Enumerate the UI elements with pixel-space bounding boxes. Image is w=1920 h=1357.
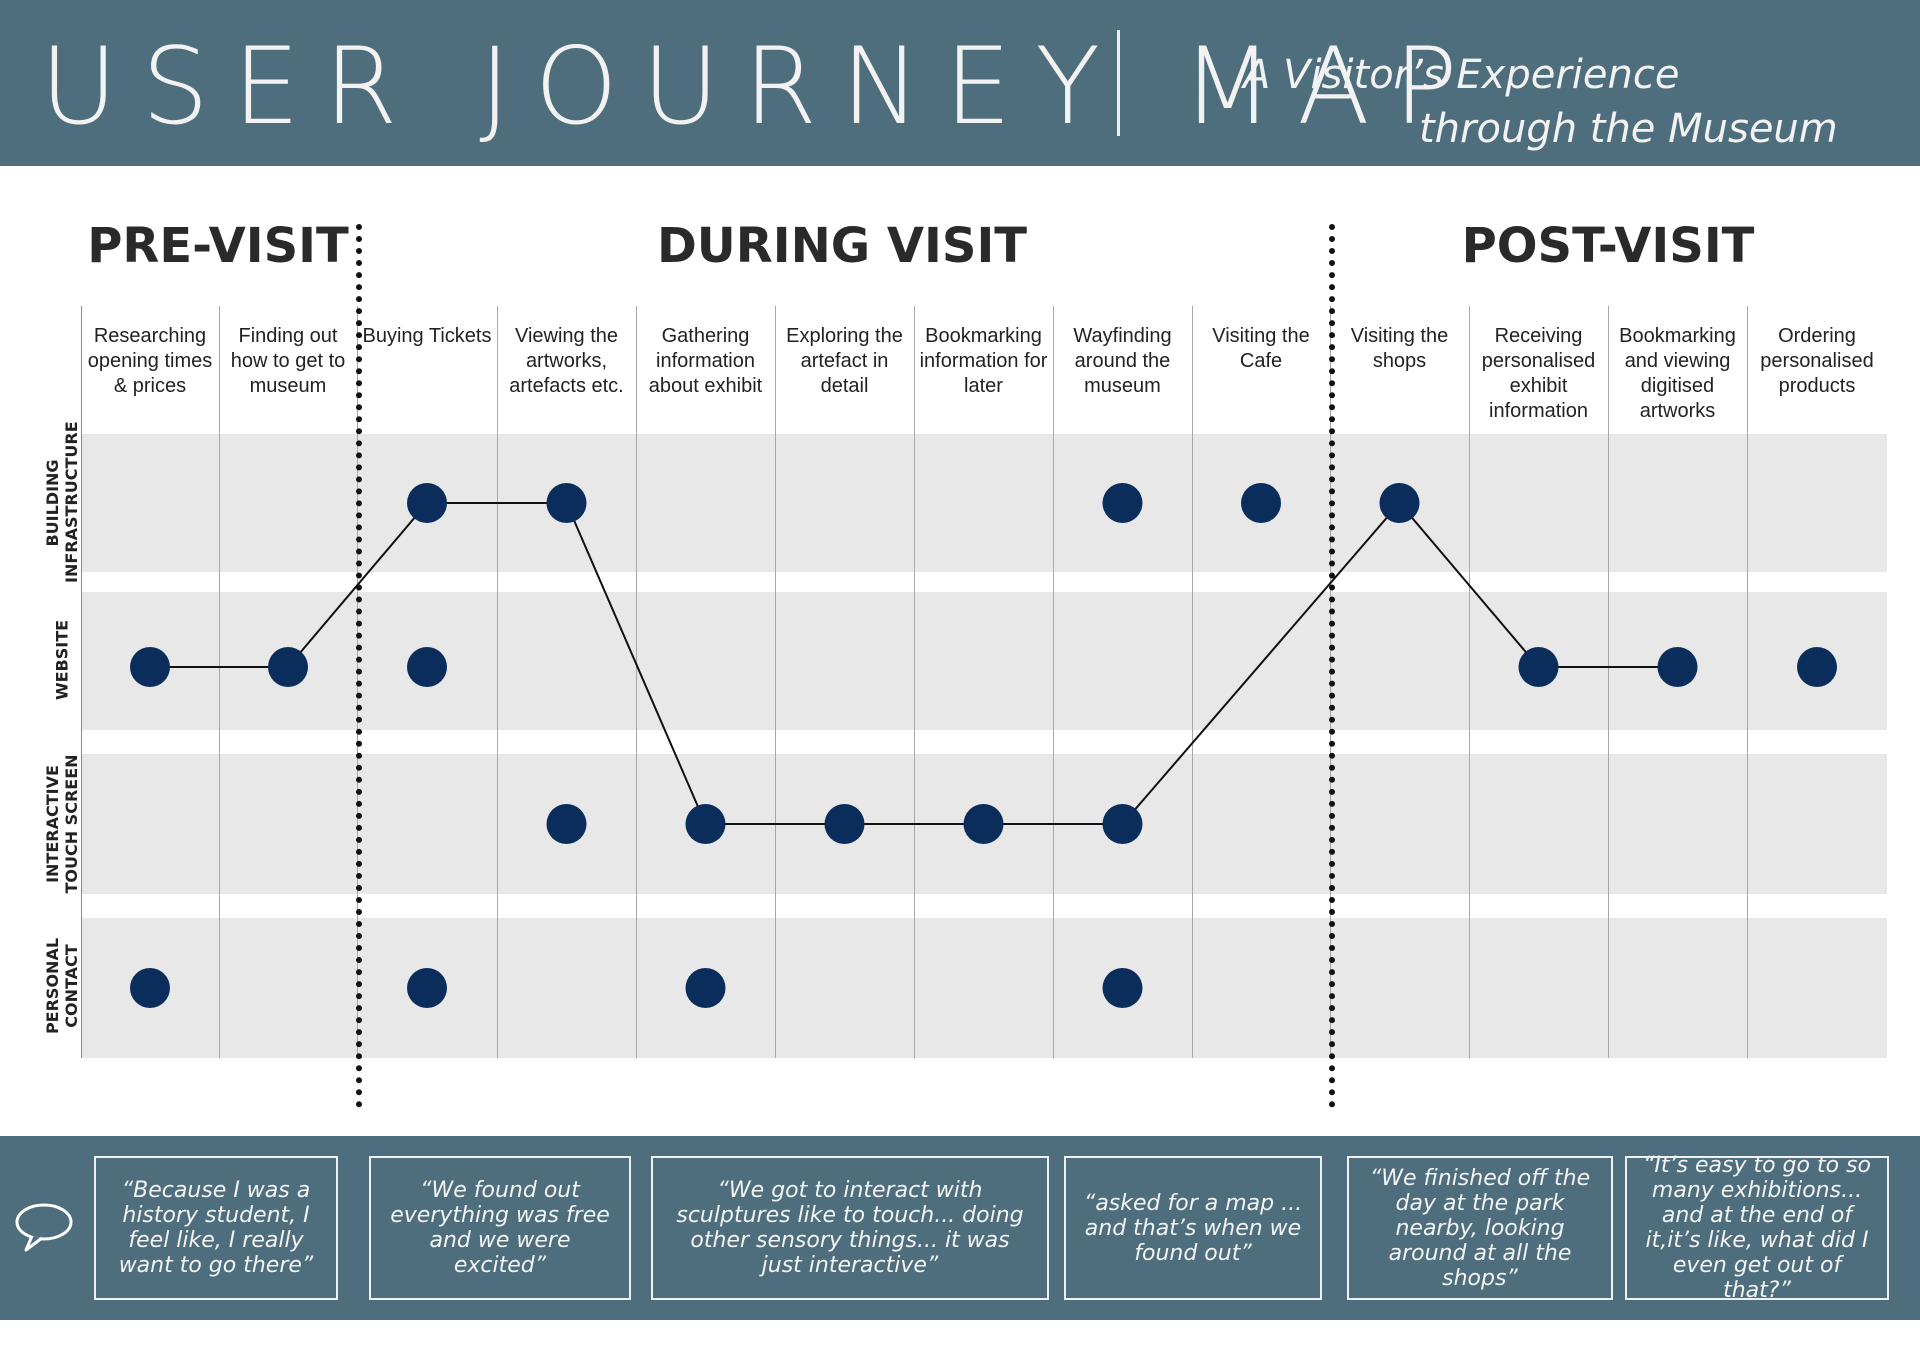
column-divider <box>1192 306 1193 1058</box>
touchpoint-dot <box>1102 483 1143 523</box>
touchpoint-dot <box>1241 483 1281 523</box>
journey-chart <box>130 483 1837 1008</box>
column-divider <box>1608 306 1609 1058</box>
column-divider <box>1747 306 1748 1058</box>
speech-bubble-icon <box>15 1203 73 1252</box>
stage-label: Researching opening times & prices <box>87 325 213 397</box>
stage-label: Finding out how to get to museum <box>230 325 346 397</box>
quote-box: “We found out everything was free and we… <box>369 1156 631 1300</box>
column-divider <box>81 306 82 1058</box>
stage-label: Visiting the Cafe <box>1212 325 1310 372</box>
touchpoint-dot <box>546 804 587 844</box>
row-band-building <box>81 434 1887 572</box>
quote-box: “It’s easy to go to so many exhibitions.… <box>1625 1153 1889 1303</box>
phase-divider-during-post <box>1329 224 1335 1108</box>
touchpoint-dot <box>268 647 308 687</box>
quote-box: “We got to interact with sculptures like… <box>651 1156 1049 1300</box>
title-divider <box>1117 30 1120 136</box>
stage-label: Buying Tickets <box>362 325 492 347</box>
touchpoint-dot <box>546 483 587 523</box>
column-divider <box>219 306 220 1058</box>
column-divider <box>1053 306 1054 1058</box>
stage-label: Visiting the shops <box>1350 325 1449 372</box>
touchpoint-dot <box>963 804 1004 844</box>
touchpoint-dot <box>1797 647 1837 687</box>
stage-label: Viewing the artworks, artefacts etc. <box>509 325 624 397</box>
touchpoint-dot <box>1102 968 1143 1008</box>
touchpoint-dot <box>1518 647 1559 687</box>
touchpoint-dot <box>407 968 447 1008</box>
journey-path-line <box>150 501 1678 825</box>
phase-divider-pre-during <box>356 224 362 1108</box>
column-divider <box>775 306 776 1058</box>
header-bar <box>0 0 1920 166</box>
stage-label: Wayfinding around the museum <box>1073 325 1172 397</box>
touchpoint-dot <box>130 647 170 687</box>
quote-box: “We finished off the day at the park nea… <box>1347 1156 1613 1300</box>
touchpoint-dot <box>407 483 447 523</box>
subtitle-line-1: A Visitor’s Experience <box>1243 52 1680 98</box>
stage-label: Gathering information about exhibit <box>648 325 763 397</box>
touchpoint-dot <box>1657 647 1698 687</box>
stage-label: Bookmarking information for later <box>919 325 1048 397</box>
stage-label: Exploring the artefact in detail <box>786 325 903 397</box>
column-divider <box>636 306 637 1058</box>
touchpoint-dot <box>130 968 170 1008</box>
touchpoint-dot <box>407 647 447 687</box>
touchpoint-dots <box>130 483 1837 1008</box>
column-divider <box>1469 306 1470 1058</box>
touchpoint-dot <box>685 968 726 1008</box>
quotes-footer <box>0 1136 1920 1320</box>
touchpoint-dot <box>685 804 726 844</box>
phase-post-visit: POST-VISIT <box>1461 218 1755 274</box>
phase-during-visit: DURING VISIT <box>656 218 1028 274</box>
touchpoint-dot <box>1102 804 1143 844</box>
subtitle-line-2: through the Museum <box>1419 106 1838 152</box>
page-title: USER JOURNEY MAP <box>40 25 1482 148</box>
touchpoint-dot <box>824 804 865 844</box>
stage-label: Ordering personalised products <box>1760 325 1874 397</box>
column-divider <box>914 306 915 1058</box>
column-divider <box>497 306 498 1058</box>
stage-label: Receiving personalised exhibit informati… <box>1481 325 1596 422</box>
stage-label: Bookmarking and viewing digitised artwor… <box>1619 325 1736 422</box>
touchpoint-dot <box>1379 483 1420 523</box>
quote-box: “Because I was a history student, I feel… <box>94 1156 338 1300</box>
phase-pre-visit: PRE-VISIT <box>87 218 349 274</box>
row-band-personal-contact <box>81 918 1887 1058</box>
subtitle: A Visitor’s Experience through the Museu… <box>0 24 1838 152</box>
quote-box: “asked for a map ... and that’s when we … <box>1064 1156 1322 1300</box>
row-band-website <box>81 592 1887 730</box>
